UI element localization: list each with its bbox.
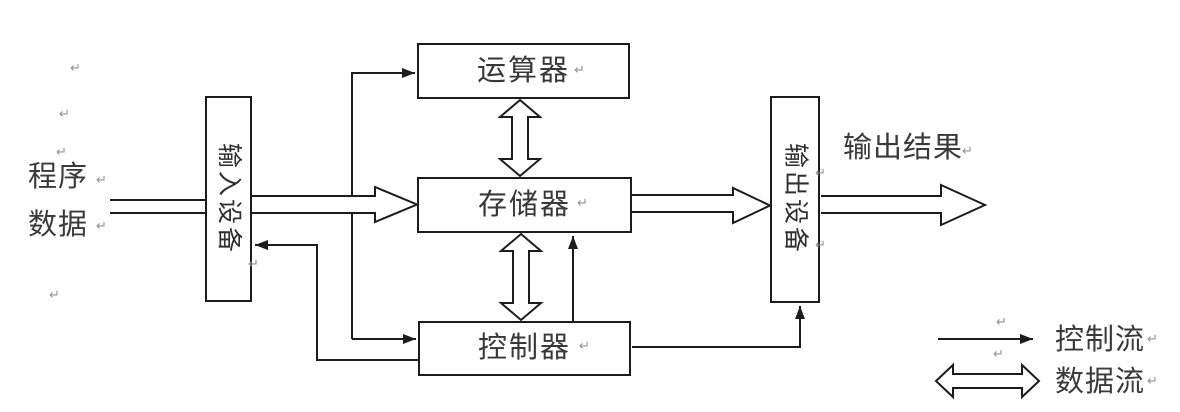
paragraph-mark: ↵ xyxy=(993,347,1004,362)
paragraph-mark: ↵ xyxy=(579,339,590,354)
paragraph-mark: ↵ xyxy=(574,63,585,78)
output-device-label: 输出设备 xyxy=(781,143,809,256)
paragraph-mark: ↵ xyxy=(96,219,107,234)
paragraph-mark: ↵ xyxy=(70,61,81,76)
paragraph-mark: ↵ xyxy=(962,144,973,159)
memory-box: 存储器 xyxy=(417,177,632,233)
alu-box: 运算器 xyxy=(417,43,630,99)
paragraph-mark: ↵ xyxy=(996,315,1007,330)
legend-data-flow-label: 数据流 xyxy=(1055,366,1146,398)
controller-box: 控制器 xyxy=(418,321,631,376)
control-arrow-controller-to-output xyxy=(632,306,805,348)
paragraph-mark: ↵ xyxy=(56,145,67,160)
alu-label: 运算器 xyxy=(476,54,570,87)
program-label: 程序 xyxy=(28,161,89,193)
data-label: 数据 xyxy=(28,209,89,241)
controller-label: 控制器 xyxy=(477,332,571,364)
input-device-label: 输入设备 xyxy=(215,142,242,255)
paragraph-mark: ↵ xyxy=(49,288,60,303)
paragraph-mark: ↵ xyxy=(577,196,588,211)
control-arrow-controller-to-input xyxy=(255,240,419,361)
paragraph-mark: ↵ xyxy=(815,166,826,181)
paragraph-mark: ↵ xyxy=(59,107,70,122)
input-device-box: 输入设备 xyxy=(205,96,252,302)
paragraph-mark: ↵ xyxy=(248,257,259,272)
data-arrow-input-to-memory xyxy=(252,185,420,224)
data-arrow-alu-memory xyxy=(497,98,543,178)
data-arrow-output-result xyxy=(821,183,988,227)
output-device-box: 输出设备 xyxy=(770,96,820,303)
paragraph-mark: ↵ xyxy=(96,173,107,188)
legend-control-flow-label: 控制流 xyxy=(1055,324,1146,356)
paragraph-mark: ↵ xyxy=(815,238,826,253)
control-arrow-to-alu xyxy=(351,68,415,339)
memory-label: 存储器 xyxy=(477,188,571,221)
paragraph-mark: ↵ xyxy=(1147,374,1158,389)
output-result-label: 输出结果 xyxy=(843,132,964,164)
hollow-double-arrow-icon xyxy=(934,362,1041,400)
data-arrow-memory-controller xyxy=(498,232,544,322)
paragraph-mark: ↵ xyxy=(1147,332,1158,347)
data-arrow-memory-to-output xyxy=(632,186,773,225)
